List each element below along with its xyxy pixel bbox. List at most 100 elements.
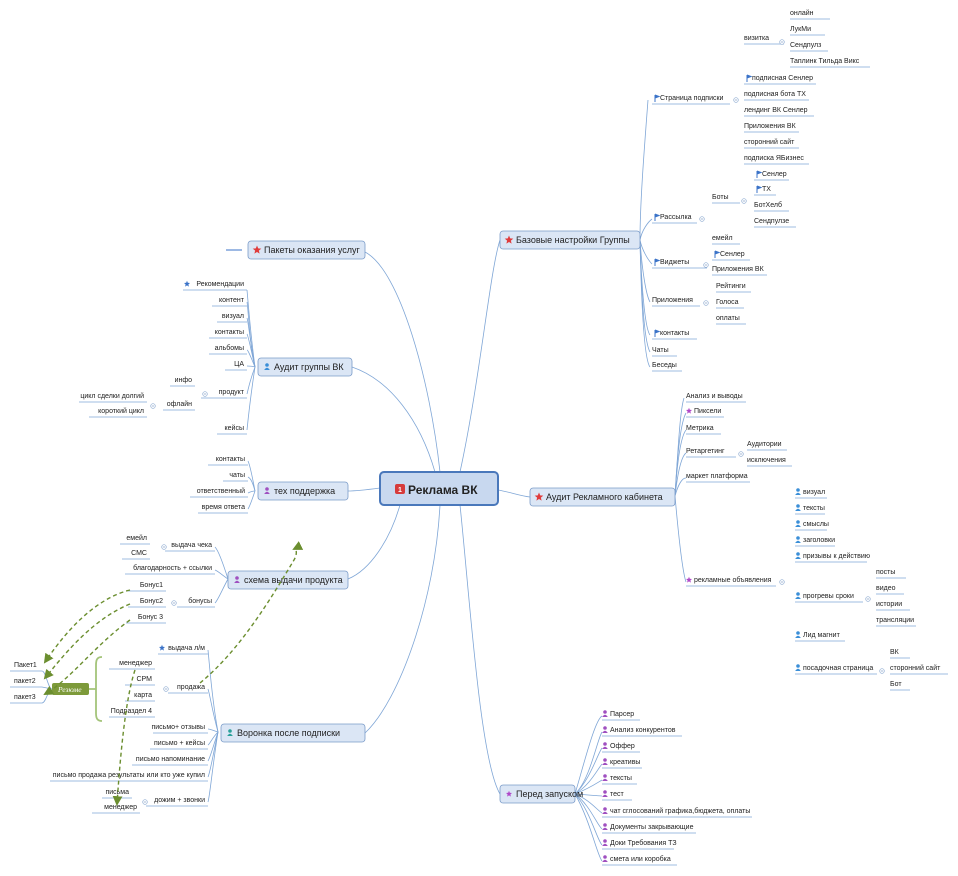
leaf-node[interactable]: Лид магнит [795, 631, 845, 642]
leaf-node[interactable]: смета или коробка [602, 855, 677, 866]
leaf-node[interactable]: ВК [890, 649, 910, 659]
leaf-node[interactable]: сторонний сайт [890, 664, 948, 675]
leaf-node[interactable]: Бонус1 [128, 582, 166, 592]
leaf-node[interactable]: цикл сделки долгий [79, 392, 147, 403]
leaf-node[interactable]: оплаты [716, 315, 746, 325]
leaf-node[interactable]: менеджер [109, 660, 155, 670]
leaf-node[interactable]: карта [125, 692, 155, 702]
collapse-toggle[interactable] [879, 668, 885, 674]
leaf-node[interactable]: посты [876, 569, 906, 579]
leaf-node[interactable]: Сендпулзе [754, 218, 796, 228]
topic-funnel[interactable]: Воронка после подписки [220, 723, 366, 743]
leaf-node[interactable]: визуал [795, 488, 827, 499]
leaf-node[interactable]: чаты [223, 472, 248, 482]
leaf-node[interactable]: видео [876, 585, 904, 595]
leaf-node[interactable]: время ответа [198, 504, 248, 514]
leaf-node[interactable]: БотХелб [754, 201, 789, 212]
leaf-node[interactable]: Приложения ВК [712, 266, 767, 276]
leaf-node[interactable]: CPM [125, 676, 155, 686]
leaf-node[interactable]: выдача чека [165, 542, 215, 552]
collapse-toggle[interactable] [163, 686, 169, 692]
collapse-toggle[interactable] [865, 596, 871, 602]
leaf-node[interactable]: Пиксели [686, 407, 724, 418]
leaf-node[interactable]: ТХ [754, 185, 776, 196]
leaf-node[interactable]: визуал [217, 313, 247, 323]
leaf-node[interactable]: емейл [712, 234, 740, 245]
leaf-node[interactable]: Голоса [716, 299, 744, 309]
collapse-toggle[interactable] [150, 403, 156, 409]
leaf-node[interactable]: Рассылка [652, 213, 697, 224]
collapse-toggle[interactable] [202, 391, 208, 397]
leaf-node[interactable]: контакты [652, 329, 697, 340]
leaf-node[interactable]: Бот [890, 681, 910, 691]
leaf-node[interactable]: Рекомендации [183, 280, 247, 291]
collapse-toggle[interactable] [699, 216, 705, 222]
leaf-node[interactable]: Виджеты [652, 258, 707, 269]
leaf-node[interactable]: менеджер [92, 804, 140, 814]
leaf-node[interactable]: Таплинк Тильда Викс [790, 58, 870, 68]
leaf-node[interactable]: Документы закрывающие [602, 823, 696, 834]
leaf-node[interactable]: заголовки [795, 536, 835, 547]
leaf-node[interactable]: сторонний сайт [744, 138, 799, 149]
leaf-node[interactable]: СМС [122, 550, 150, 560]
leaf-node[interactable]: Бонус 3 [126, 614, 166, 624]
leaf-node[interactable]: альбомы [209, 344, 247, 355]
collapse-toggle[interactable] [161, 544, 167, 550]
leaf-node[interactable]: Анализ и выводы [686, 393, 746, 403]
leaf-node[interactable]: подписная Сенлер [744, 74, 816, 85]
leaf-node[interactable]: Оффер [602, 742, 640, 753]
leaf-node[interactable]: продукт [201, 389, 247, 399]
leaf-node[interactable]: Доки Требования ТЗ [602, 839, 677, 850]
leaf-node[interactable]: емейл [120, 534, 150, 545]
leaf-node[interactable]: контакты [209, 329, 247, 339]
topic-base[interactable]: Базовые настройки Группы [499, 230, 641, 250]
leaf-node[interactable]: подписная бота ТХ [744, 90, 809, 101]
leaf-node[interactable]: ЦА [225, 361, 247, 371]
leaf-node[interactable]: истории [876, 601, 910, 611]
collapse-toggle[interactable] [703, 300, 709, 306]
leaf-node[interactable]: офлайн [163, 400, 195, 411]
leaf-node[interactable]: Сенлер [754, 170, 789, 181]
leaf-node[interactable]: бонусы [177, 597, 215, 608]
collapse-toggle[interactable] [142, 799, 148, 805]
leaf-node[interactable]: тексты [602, 774, 637, 785]
collapse-toggle[interactable] [738, 451, 744, 457]
leaf-node[interactable]: призывы к действию [795, 552, 870, 563]
leaf-node[interactable]: подписка ЯБизнес [744, 155, 809, 165]
leaf-node[interactable]: Сенлер [712, 250, 750, 261]
leaf-node[interactable]: дожим + звонки [146, 797, 208, 807]
topic-packages[interactable]: Пакеты оказания услуг [247, 240, 366, 260]
leaf-node[interactable]: Метрика [686, 425, 721, 435]
topic-launch[interactable]: Перед запуском [499, 784, 583, 804]
collapse-toggle[interactable] [779, 39, 785, 45]
leaf-node[interactable]: онлайн [790, 9, 830, 20]
leaf-node[interactable]: смыслы [795, 520, 829, 531]
leaf-node[interactable]: письмо продажа результаты или кто уже ку… [50, 772, 208, 782]
leaf-node[interactable]: благодарность + ссылки [125, 564, 215, 575]
leaf-node[interactable]: Приложения [652, 297, 700, 307]
leaf-node[interactable]: ЛукМи [790, 26, 825, 36]
leaf-node[interactable]: посадочная страница [795, 664, 877, 675]
leaf-node[interactable]: кейсы [217, 424, 247, 435]
topic-delivery[interactable]: схема выдачи продукта [227, 570, 349, 590]
leaf-node[interactable]: Аудитории [747, 441, 787, 451]
leaf-node[interactable]: Парсер [602, 710, 640, 721]
leaf-node[interactable]: письмо напоминание [132, 756, 208, 766]
leaf-node[interactable]: продажа [168, 684, 208, 694]
topic-audit_group[interactable]: Аудит группы ВК [257, 357, 353, 377]
summary-node[interactable]: Резюме [52, 683, 89, 695]
leaf-node[interactable]: Анализ конкурентов [602, 726, 682, 737]
leaf-node[interactable]: Бонус2 [128, 598, 166, 608]
leaf-node[interactable]: Приложения ВК [744, 123, 799, 133]
collapse-toggle[interactable] [703, 262, 709, 268]
collapse-toggle[interactable] [733, 97, 739, 103]
leaf-node[interactable]: ответственный [190, 487, 248, 498]
leaf-node[interactable]: контент [212, 297, 247, 307]
leaf-node[interactable]: тест [602, 790, 632, 801]
leaf-node[interactable]: Ретаргетинг [686, 448, 736, 458]
leaf-node[interactable]: Беседы [652, 362, 682, 372]
collapse-toggle[interactable] [171, 600, 177, 606]
leaf-node[interactable]: письмо+ отзывы [151, 724, 208, 734]
leaf-node[interactable]: маркет платформа [686, 473, 750, 483]
